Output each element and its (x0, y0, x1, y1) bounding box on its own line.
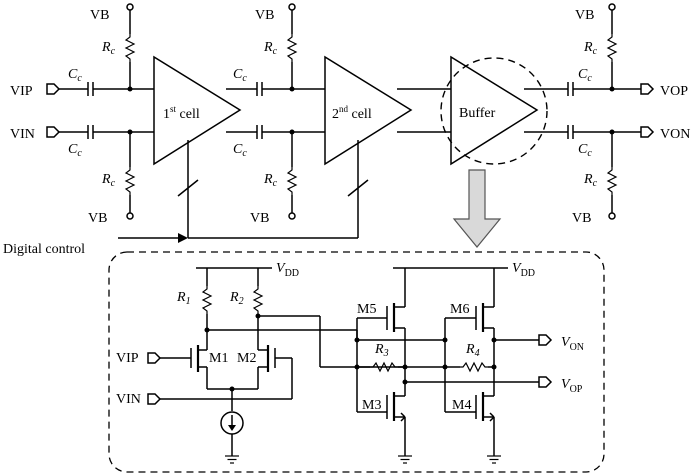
svg-text:Rc: Rc (583, 172, 598, 189)
detail-vop-output: VOP (405, 376, 583, 395)
vb-label: VB (255, 8, 274, 23)
resistor-r2: R2 (229, 268, 263, 350)
transistor-m4: M4 (445, 392, 502, 464)
svg-text:Rc: Rc (583, 40, 598, 57)
svg-text:VDD: VDD (512, 261, 535, 279)
vin-label: VIN (10, 127, 35, 142)
vb-label: VB (572, 211, 591, 226)
m3-label: M3 (362, 398, 381, 413)
transistor-m6: M6 (444, 268, 495, 412)
bias-network-1-bottom: Rc VB (88, 129, 135, 226)
tail-current-source (220, 389, 244, 464)
bias-network-3-top: VB Rc (575, 3, 617, 92)
svg-text:VOP: VOP (561, 377, 583, 395)
output-coupling-capacitor-p: Cc (524, 67, 641, 96)
detail-vin-label: VIN (116, 392, 141, 407)
m5-label: M5 (357, 302, 376, 317)
interstage-capacitor-1n: Cc (226, 125, 325, 159)
detail-vip-label: VIP (116, 351, 139, 366)
svg-text:Rc: Rc (263, 40, 278, 57)
svg-text:R3: R3 (374, 342, 389, 359)
svg-text:R2: R2 (229, 290, 244, 307)
vb-label: VB (90, 8, 109, 23)
bias-network-2-top: VB Rc (255, 3, 297, 92)
svg-text:Rc: Rc (101, 40, 116, 57)
svg-text:Cc: Cc (233, 67, 247, 84)
svg-text:Cc: Cc (68, 142, 82, 159)
buffer-stage: Buffer (440, 55, 548, 166)
m2-label: M2 (237, 351, 256, 366)
von-label: VON (660, 127, 690, 142)
transistor-m5: M5 (356, 268, 406, 412)
m4-label: M4 (452, 398, 471, 413)
resistor-r3: R3 (357, 342, 408, 372)
first-amplifier-cell: 1st cell (153, 55, 242, 166)
svg-text:1st cell: 1st cell (163, 104, 200, 122)
transistor-m1: M1 (190, 345, 228, 389)
output-coupling-capacitor-n: Cc (524, 125, 641, 159)
svg-text:Cc: Cc (578, 142, 592, 159)
svg-text:Cc: Cc (233, 142, 247, 159)
svg-text:VDD: VDD (276, 261, 299, 279)
detail-arrow (452, 169, 502, 248)
vip-label: VIP (10, 84, 33, 99)
vop-output-port: VOP (640, 83, 688, 99)
detail-vin-input: VIN (116, 357, 293, 407)
vin-input-port: VIN (10, 126, 61, 142)
vb-label: VB (250, 211, 269, 226)
buffer-label: Buffer (459, 106, 496, 121)
vb-label: VB (88, 211, 107, 226)
digital-control-bus: Digital control (3, 140, 369, 257)
svg-text:R1: R1 (176, 290, 191, 307)
vdd-rail-left: VDD (196, 261, 299, 279)
detail-von-output: VON (494, 334, 584, 353)
transistor-m3: M3 (357, 392, 413, 464)
svg-text:Rc: Rc (263, 172, 278, 189)
input-coupling-capacitor-n: Cc (59, 125, 154, 159)
bias-network-3-bottom: Rc VB (572, 129, 617, 226)
detail-vip-input: VIP (116, 351, 191, 366)
digital-control-label: Digital control (3, 242, 85, 257)
input-coupling-capacitor-p: Cc (59, 67, 154, 96)
resistor-r1: R1 (176, 268, 212, 350)
vb-label: VB (575, 8, 594, 23)
bias-network-2-bottom: Rc VB (250, 129, 297, 226)
svg-text:Cc: Cc (578, 67, 592, 84)
transistor-m2: M2 (237, 345, 276, 389)
von-output-port: VON (640, 126, 690, 142)
bias-network-1-top: VB Rc (90, 3, 135, 92)
svg-text:2nd cell: 2nd cell (332, 104, 372, 122)
svg-text:Rc: Rc (101, 172, 116, 189)
svg-text:Cc: Cc (68, 67, 82, 84)
vip-input-port: VIP (10, 83, 61, 99)
svg-text:R4: R4 (465, 342, 480, 359)
interstage-capacitor-1p: Cc (226, 67, 325, 96)
m6-label: M6 (450, 302, 469, 317)
resistor-r4: R4 (445, 337, 497, 372)
second-amplifier-cell: 2nd cell (324, 55, 413, 166)
svg-text:VON: VON (561, 335, 584, 353)
buffer-detail-box (108, 251, 605, 473)
vdd-rail-right: VDD (393, 261, 535, 279)
m1-label: M1 (209, 351, 228, 366)
vop-label: VOP (660, 84, 688, 99)
